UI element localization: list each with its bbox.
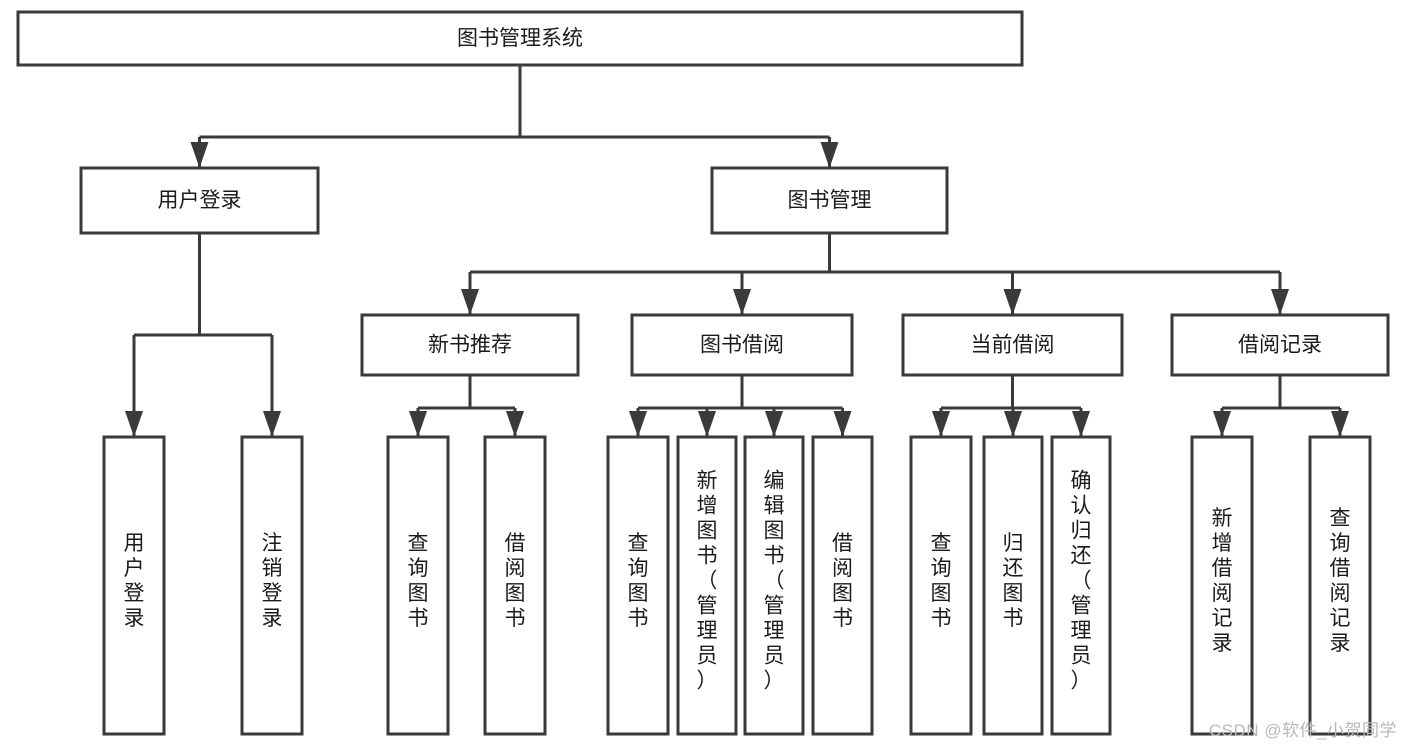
node-box-borrow-add-book — [676, 435, 738, 736]
node-user-login-do[interactable]: 用户登录 — [102, 435, 166, 736]
arrow-head-icon — [932, 411, 950, 437]
arrow-head-icon — [1213, 411, 1231, 437]
node-box-current-return-book — [982, 435, 1044, 736]
nodes-layer: 图书管理系统用户登录图书管理用户登录注销登录新书推荐查询图书借阅图书图书借阅查询… — [16, 10, 1390, 736]
node-box-recommend-query-book — [386, 435, 450, 736]
arrow-head-icon — [1331, 411, 1349, 437]
node-label-new-book-recommend: 新书推荐 — [428, 334, 512, 357]
node-record-add[interactable]: 新增借阅记录 — [1190, 435, 1254, 736]
arrow-head-icon — [263, 411, 281, 437]
node-new-book-recommend[interactable]: 新书推荐 — [360, 313, 580, 377]
node-book-borrow[interactable]: 图书借阅 — [630, 313, 854, 377]
node-label-current-return-book: 归还图书 — [1003, 532, 1024, 630]
arrow-head-icon — [629, 411, 647, 437]
node-label-user-login-do: 用户登录 — [124, 532, 145, 630]
arrow-head-icon — [1003, 289, 1022, 315]
node-label-record-query: 查询借阅记录 — [1330, 507, 1351, 655]
node-label-current-borrow: 当前借阅 — [971, 334, 1055, 357]
node-box-borrow-query-book — [606, 435, 670, 736]
node-undefined[interactable]: 图书管理系统 — [16, 10, 1024, 67]
node-label-borrow-query-book: 查询图书 — [628, 532, 649, 630]
arrow-head-icon — [698, 411, 716, 437]
node-borrow-query-book[interactable]: 查询图书 — [606, 435, 670, 736]
node-borrow-borrow-book[interactable]: 借阅图书 — [811, 435, 874, 736]
node-label-recommend-query-book: 查询图书 — [408, 532, 429, 630]
node-label-current-query-book: 查询图书 — [931, 532, 952, 630]
node-box-current-confirm-return — [1050, 435, 1112, 736]
node-box-book-management — [710, 166, 949, 235]
node-label-borrow-borrow-book: 借阅图书 — [832, 532, 853, 630]
node-borrow-edit-book[interactable]: 编辑图书（管理员） — [743, 435, 805, 736]
node-box-user-login — [79, 166, 320, 235]
node-label-book-borrow: 图书借阅 — [700, 334, 784, 357]
connectors-layer — [125, 65, 1349, 437]
node-label-user-logout: 注销登录 — [262, 532, 283, 630]
node-box-undefined — [16, 10, 1024, 67]
arrow-head-icon — [461, 289, 479, 315]
node-record-query[interactable]: 查询借阅记录 — [1308, 435, 1372, 736]
node-box-record-query — [1308, 435, 1372, 736]
arrow-head-icon — [190, 142, 209, 168]
node-label-book-management: 图书管理 — [788, 189, 872, 212]
node-box-current-borrow — [901, 313, 1124, 377]
node-label-borrow-add-book: 新增图书（管理员） — [697, 470, 718, 693]
node-box-borrow-borrow-book — [811, 435, 874, 736]
node-label-user-login: 用户登录 — [158, 189, 242, 212]
node-box-user-logout — [240, 435, 304, 736]
node-book-management[interactable]: 图书管理 — [710, 166, 949, 235]
arrow-head-icon — [765, 411, 783, 437]
arrow-head-icon — [1271, 289, 1289, 315]
node-box-current-query-book — [909, 435, 973, 736]
node-borrow-add-book[interactable]: 新增图书（管理员） — [676, 435, 738, 736]
node-borrow-record[interactable]: 借阅记录 — [1170, 313, 1390, 377]
node-label-recommend-borrow-book: 借阅图书 — [505, 532, 526, 630]
node-user-logout[interactable]: 注销登录 — [240, 435, 304, 736]
node-box-borrow-edit-book — [743, 435, 805, 736]
node-current-return-book[interactable]: 归还图书 — [982, 435, 1044, 736]
node-label-borrow-edit-book: 编辑图书（管理员） — [764, 470, 785, 693]
arrow-head-icon — [733, 289, 751, 315]
node-box-record-add — [1190, 435, 1254, 736]
node-current-query-book[interactable]: 查询图书 — [909, 435, 973, 736]
node-current-confirm-return[interactable]: 确认归还（管理员） — [1050, 435, 1112, 736]
arrow-head-icon — [820, 142, 839, 168]
node-box-recommend-borrow-book — [483, 435, 547, 736]
node-box-new-book-recommend — [360, 313, 580, 377]
node-label-borrow-record: 借阅记录 — [1238, 334, 1322, 357]
node-label-undefined: 图书管理系统 — [457, 27, 583, 50]
arrow-head-icon — [506, 411, 524, 437]
node-label-record-add: 新增借阅记录 — [1212, 507, 1233, 655]
node-box-book-borrow — [630, 313, 854, 377]
arrow-head-icon — [409, 411, 427, 437]
arrow-head-icon — [1072, 411, 1090, 437]
node-recommend-query-book[interactable]: 查询图书 — [386, 435, 450, 736]
node-recommend-borrow-book[interactable]: 借阅图书 — [483, 435, 547, 736]
node-box-user-login-do — [102, 435, 166, 736]
arrow-head-icon — [833, 411, 852, 437]
node-current-borrow[interactable]: 当前借阅 — [901, 313, 1124, 377]
node-box-borrow-record — [1170, 313, 1390, 377]
node-label-current-confirm-return: 确认归还（管理员） — [1071, 470, 1092, 693]
arrow-head-icon — [1004, 411, 1022, 437]
arrow-head-icon — [125, 411, 143, 437]
node-user-login[interactable]: 用户登录 — [79, 166, 320, 235]
